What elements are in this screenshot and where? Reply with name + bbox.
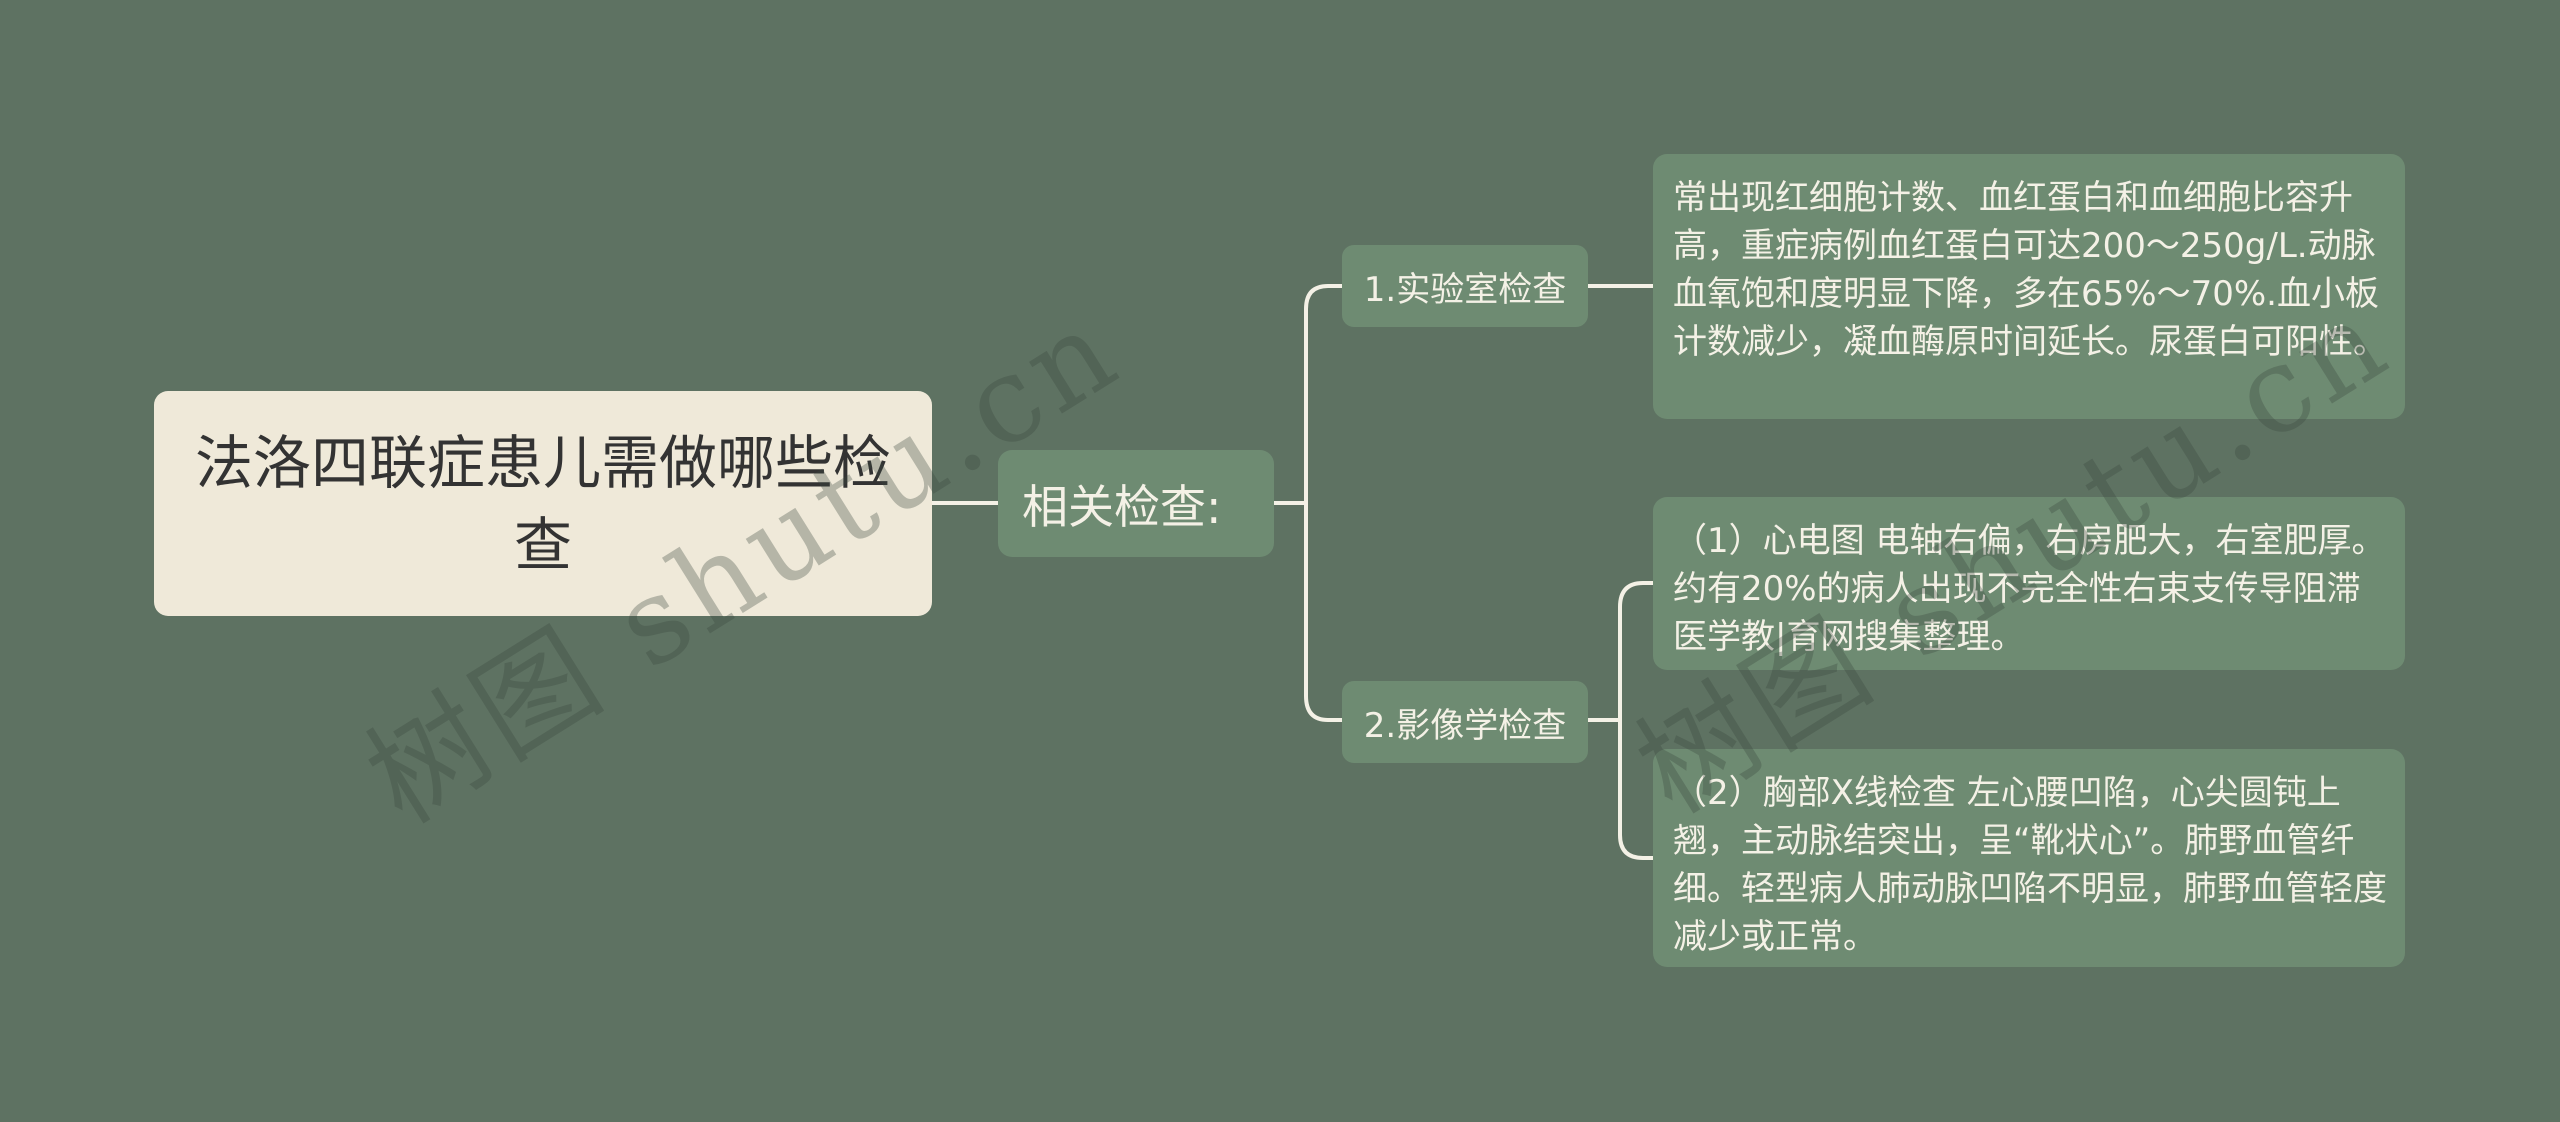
leaf-lab-details[interactable]: 常出现红细胞计数、血红蛋白和血细胞比容升高，重症病例血红蛋白可达200～250g…	[1653, 154, 2405, 419]
node-lab-exam[interactable]: 1.实验室检查	[1342, 245, 1588, 327]
branch-label: 相关检查:	[1022, 479, 1222, 534]
node-lab-exam-label: 1.实验室检查	[1363, 269, 1567, 310]
leaf-lab-text: 常出现红细胞计数、血红蛋白和血细胞比容升高，重症病例血红蛋白可达200～250g…	[1673, 178, 2387, 362]
link-branch-img	[1304, 501, 1344, 722]
link-img-xray	[1618, 718, 1655, 860]
link-branch-lab	[1304, 284, 1344, 505]
leaf-ecg-text: （1）心电图 电轴右偏，右房肥大，右室肥厚。约有20%的病人出现不完全性右束支传…	[1673, 521, 2386, 657]
node-imaging-exam[interactable]: 2.影像学检查	[1342, 681, 1588, 763]
link-img-ecg	[1618, 581, 1655, 722]
leaf-ecg-details[interactable]: （1）心电图 电轴右偏，右房肥大，右室肥厚。约有20%的病人出现不完全性右束支传…	[1653, 497, 2405, 670]
leaf-xray-details[interactable]: （2）胸部X线检查 左心腰凹陷，心尖圆钝上翘，主动脉结突出，呈“靴状心”。肺野血…	[1653, 749, 2405, 967]
branch-related-exams[interactable]: 相关检查:	[998, 450, 1274, 557]
root-topic[interactable]: 法洛四联症患儿需做哪些检查	[154, 391, 932, 616]
leaf-xray-text: （2）胸部X线检查 左心腰凹陷，心尖圆钝上翘，主动脉结突出，呈“靴状心”。肺野血…	[1673, 773, 2387, 957]
node-imaging-exam-label: 2.影像学检查	[1363, 705, 1567, 746]
root-topic-text: 法洛四联症患儿需做哪些检查	[194, 428, 891, 579]
